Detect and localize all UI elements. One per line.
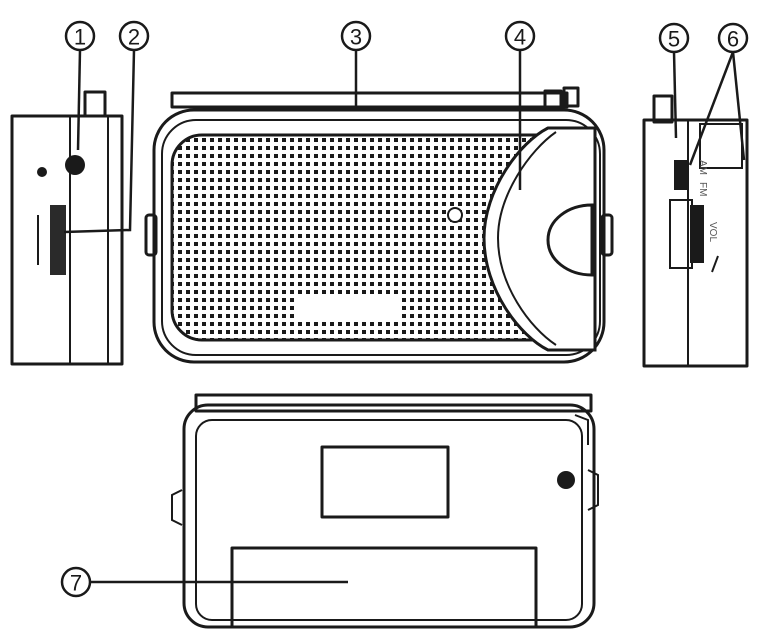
front-view: [144, 86, 614, 364]
svg-text:FM: FM: [697, 182, 708, 196]
back-screw: [557, 471, 575, 489]
svg-text:2: 2: [128, 25, 140, 50]
callout-5: 5: [658, 22, 690, 54]
callout-6: 6: [717, 22, 749, 54]
callout-2: 2: [118, 20, 150, 52]
band-switch: [674, 160, 688, 190]
svg-text:AM: AM: [697, 160, 708, 175]
svg-text:4: 4: [514, 25, 526, 50]
svg-text:1: 1: [74, 25, 86, 50]
right-side-view: AM FM VOL: [642, 94, 749, 368]
back-view: [171, 393, 599, 629]
earphone-jack: [65, 155, 85, 175]
indicator-light: [447, 207, 463, 223]
volume-wheel: [690, 205, 704, 263]
svg-text:3: 3: [350, 25, 362, 50]
brand-plate: [297, 295, 401, 319]
callout-7: 7: [60, 566, 92, 598]
left-side-view: [10, 90, 124, 366]
tuning-knob-front: [546, 203, 594, 277]
svg-text:6: 6: [727, 27, 739, 52]
svg-text:7: 7: [70, 571, 82, 596]
callout-3: 3: [340, 20, 372, 52]
battery-door: [230, 546, 538, 629]
tuning-knob-side: [50, 205, 66, 275]
svg-text:5: 5: [668, 27, 680, 52]
callout-4: 4: [504, 20, 536, 52]
rating-label: [320, 445, 450, 519]
callout-1: 1: [64, 20, 96, 52]
svg-text:VOL: VOL: [707, 222, 718, 242]
leader-lines: [63, 49, 746, 584]
